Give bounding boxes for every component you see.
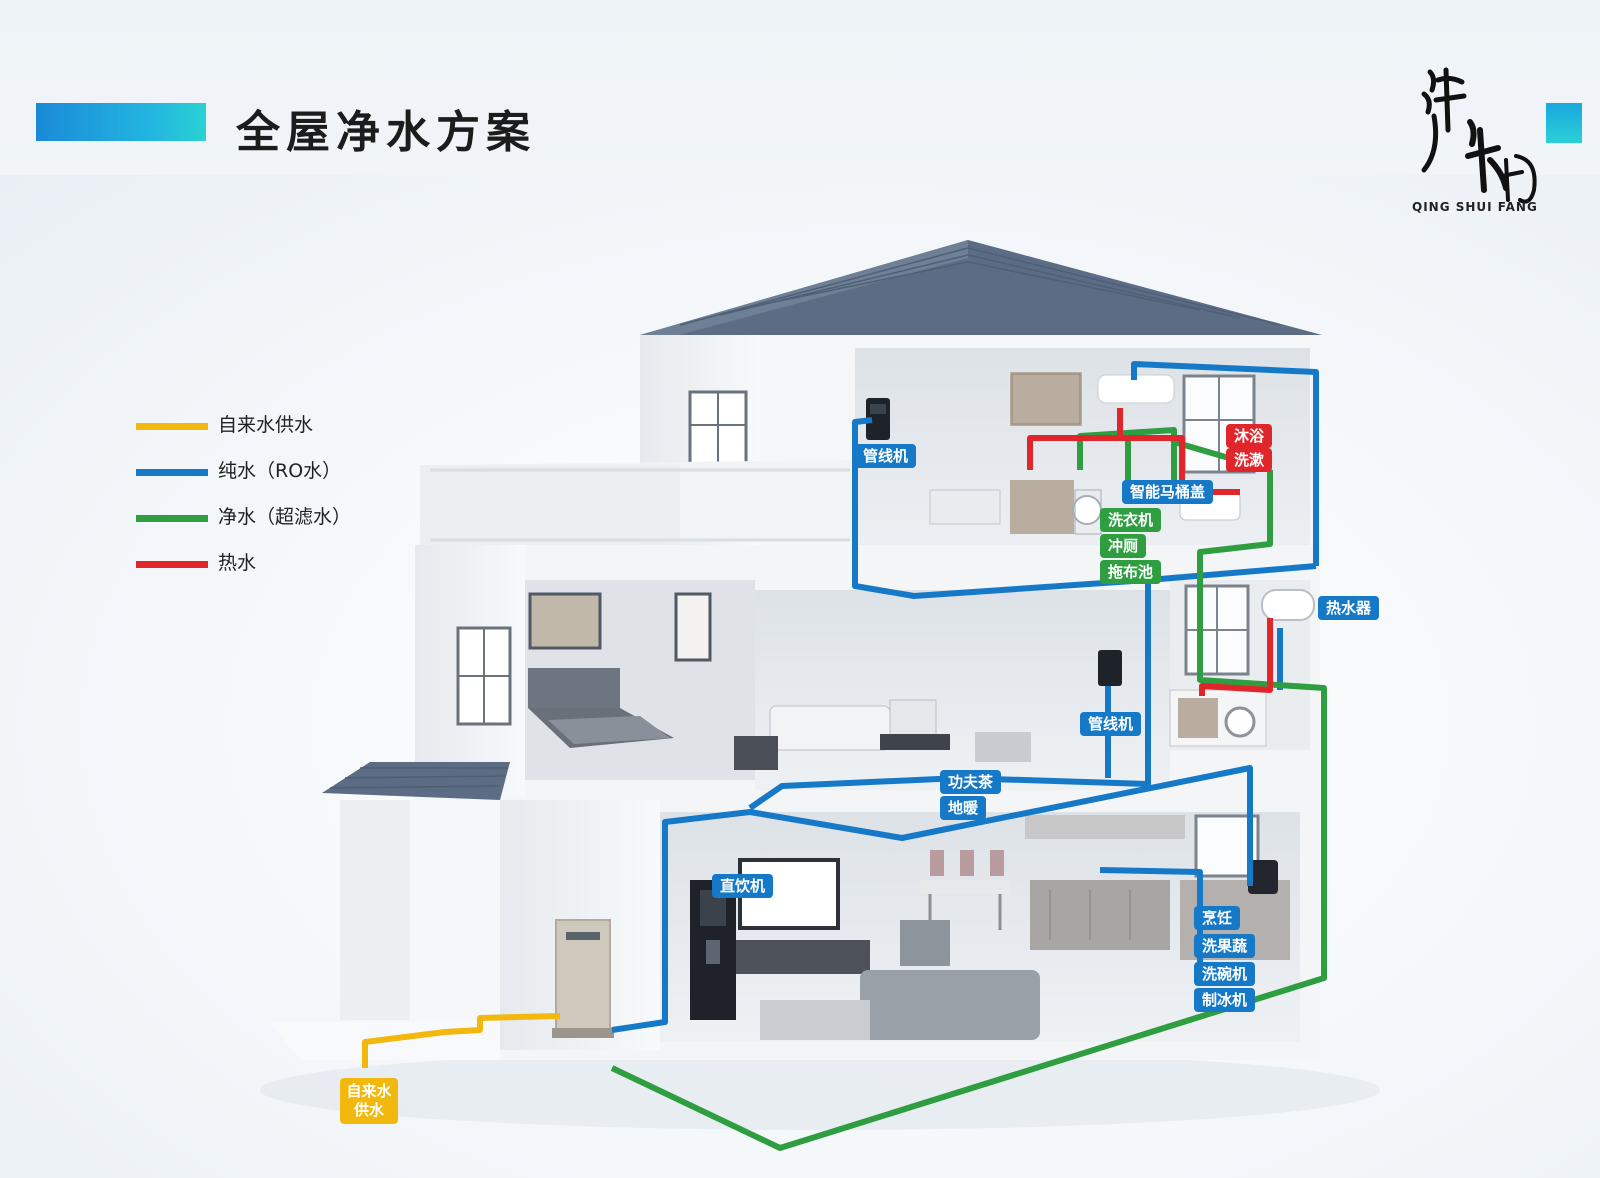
purifier-unit xyxy=(552,919,614,1038)
label-ice-maker: 制冰机 xyxy=(1194,988,1256,1012)
label-top-pipeline-machine: 管线机 xyxy=(855,444,917,468)
label-wash: 洗漱 xyxy=(1226,448,1273,472)
legend-swatch-tap xyxy=(136,423,208,430)
garage xyxy=(270,762,600,1060)
pipe-ro-top-link xyxy=(1147,563,1317,583)
label-smart-toilet: 智能马桶盖 xyxy=(1122,480,1214,504)
pipe-ro-kitchen xyxy=(1099,867,1203,880)
label-kungfu-tea: 功夫茶 xyxy=(940,770,1002,794)
label-water-heater: 热水器 xyxy=(1318,596,1380,620)
pipe-uf-main xyxy=(610,470,1327,1151)
pipe-hot-mid xyxy=(1199,618,1273,696)
legend-label-tap: 自来水供水 xyxy=(218,414,314,436)
label-flush: 冲厕 xyxy=(1100,534,1147,558)
legend-label-ro: 纯水（RO水） xyxy=(218,460,342,482)
page-title: 全屋净水方案 xyxy=(236,107,536,158)
legend-label-hot: 热水 xyxy=(218,552,257,574)
middle-floor xyxy=(415,545,1320,800)
pipe-tap-water xyxy=(362,1013,561,1068)
pipe-ro-top xyxy=(1131,361,1319,566)
legend-label-uf: 净水（超滤水） xyxy=(218,506,352,528)
ground-shadow xyxy=(260,1050,1380,1130)
corner-accent xyxy=(1546,103,1582,143)
ground-floor xyxy=(500,800,1320,1060)
legend-swatch-hot xyxy=(136,561,208,568)
title-accent-bar xyxy=(36,103,206,141)
label-wash-vegetables: 洗果蔬 xyxy=(1194,934,1256,958)
label-dishwasher: 洗碗机 xyxy=(1194,962,1256,986)
pipe-ro-ground xyxy=(611,765,1253,1033)
pipe-uf-bath xyxy=(1077,427,1271,473)
brand-name: QING SHUI FANG xyxy=(1412,200,1538,214)
main-roof xyxy=(640,240,1322,340)
terrace xyxy=(420,460,855,547)
brand-logo xyxy=(1421,67,1537,204)
label-mop-sink: 拖布池 xyxy=(1100,560,1162,584)
label-shower: 沐浴 xyxy=(1226,424,1273,448)
header-band xyxy=(0,0,1600,175)
legend-swatch-uf xyxy=(136,515,208,522)
label-washing-machine: 洗衣机 xyxy=(1100,508,1162,532)
legend-swatch-ro xyxy=(136,469,208,476)
label-direct-drink-machine: 直饮机 xyxy=(712,874,774,898)
label-floor-heating: 地暖 xyxy=(940,796,987,820)
label-tap-water-supply: 自来水供水 xyxy=(340,1078,398,1124)
label-mid-pipeline-machine: 管线机 xyxy=(1080,712,1142,736)
label-cooking: 烹饪 xyxy=(1194,906,1241,930)
